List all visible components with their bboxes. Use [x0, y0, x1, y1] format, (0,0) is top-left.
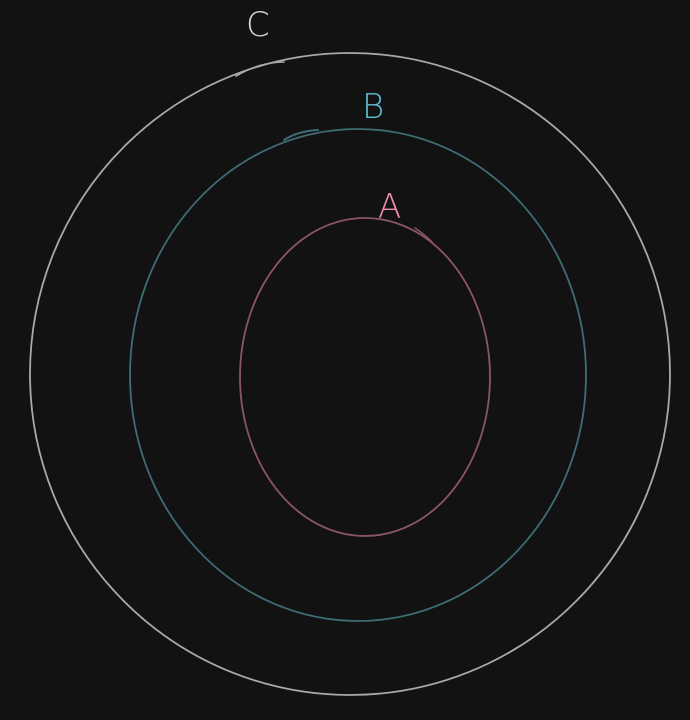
set-b-label: B	[362, 87, 384, 127]
set-a-pen-mark	[414, 227, 433, 243]
set-a-circle	[239, 217, 491, 537]
set-b-pen-mark	[283, 129, 319, 141]
set-c-circle	[29, 52, 671, 696]
set-b-circle	[129, 128, 587, 622]
set-a-label: A	[378, 187, 401, 227]
set-c-label: C	[246, 5, 270, 45]
set-c-pen-mark	[235, 61, 285, 77]
